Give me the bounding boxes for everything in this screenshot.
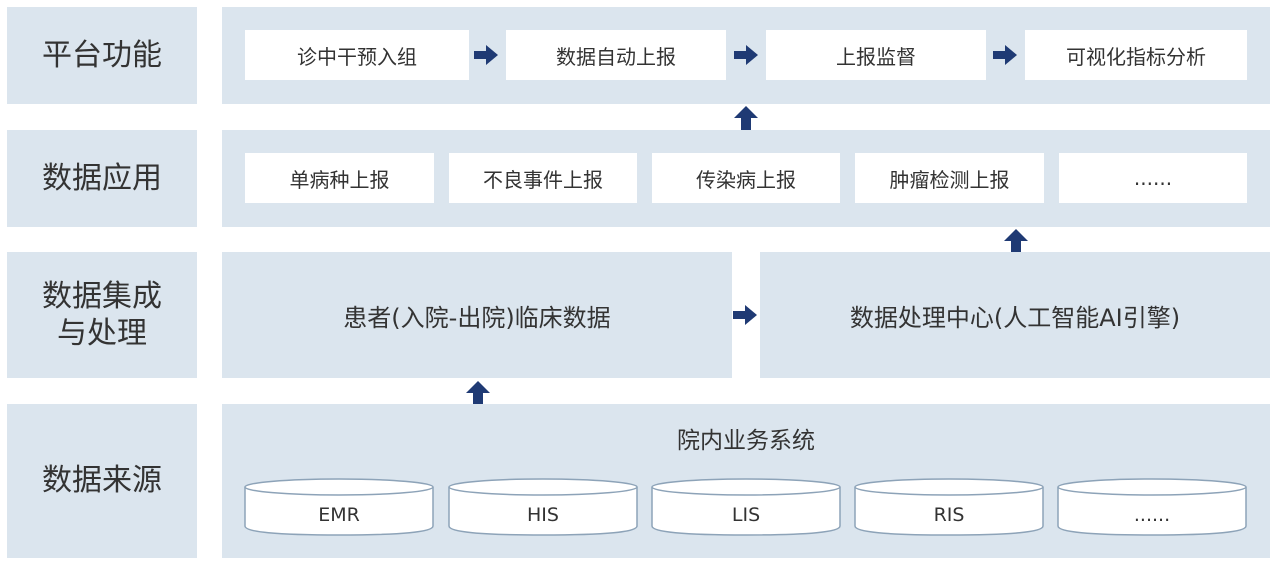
layer-label-source-text: 数据来源 <box>42 463 162 499</box>
platform-item: 可视化指标分析 <box>1025 30 1247 80</box>
application-item: ...... <box>1059 153 1247 203</box>
arrow-right-icon <box>993 45 1017 65</box>
platform-item: 数据自动上报 <box>506 30 726 80</box>
database-cylinder: HIS <box>448 478 638 536</box>
layer-label-integration: 数据集成 与处理 <box>7 252 197 378</box>
layer-label-integration-line2: 与处理 <box>57 316 147 351</box>
application-item: 单病种上报 <box>245 153 434 203</box>
layer-label-application-text: 数据应用 <box>42 160 162 196</box>
processing-center-box: 数据处理中心(人工智能AI引擎) <box>760 252 1270 378</box>
database-cylinder: LIS <box>651 478 841 536</box>
arrow-right-icon <box>474 45 498 65</box>
arrow-up-icon <box>734 106 758 130</box>
arrow-right-icon <box>733 305 757 325</box>
database-label: ...... <box>1133 504 1171 526</box>
platform-item: 诊中干预入组 <box>245 30 469 80</box>
clinical-data-box: 患者(入院-出院)临床数据 <box>222 252 732 378</box>
layer-label-platform-text: 平台功能 <box>42 37 162 73</box>
database-label: RIS <box>933 504 965 526</box>
arrow-right-icon <box>734 45 758 65</box>
database-label: HIS <box>527 504 559 526</box>
layer-label-application: 数据应用 <box>7 130 197 227</box>
application-item: 肿瘤检测上报 <box>855 153 1044 203</box>
application-item: 不良事件上报 <box>449 153 637 203</box>
database-cylinder: RIS <box>854 478 1044 536</box>
source-system-title: 院内业务系统 <box>677 428 815 454</box>
database-label: LIS <box>731 504 761 526</box>
arrow-up-icon <box>1004 229 1028 253</box>
layer-label-source: 数据来源 <box>7 404 197 558</box>
arrow-up-icon <box>466 381 490 407</box>
layer-label-integration-line1: 数据集成 <box>42 278 162 314</box>
clinical-data-text: 患者(入院-出院)临床数据 <box>343 303 611 332</box>
platform-item: 上报监督 <box>766 30 986 80</box>
application-item: 传染病上报 <box>652 153 840 203</box>
database-label: EMR <box>318 504 360 526</box>
processing-center-text: 数据处理中心(人工智能AI引擎) <box>849 303 1181 332</box>
database-cylinder: ...... <box>1057 478 1247 536</box>
layer-label-platform: 平台功能 <box>7 7 197 104</box>
database-cylinder: EMR <box>244 478 434 536</box>
